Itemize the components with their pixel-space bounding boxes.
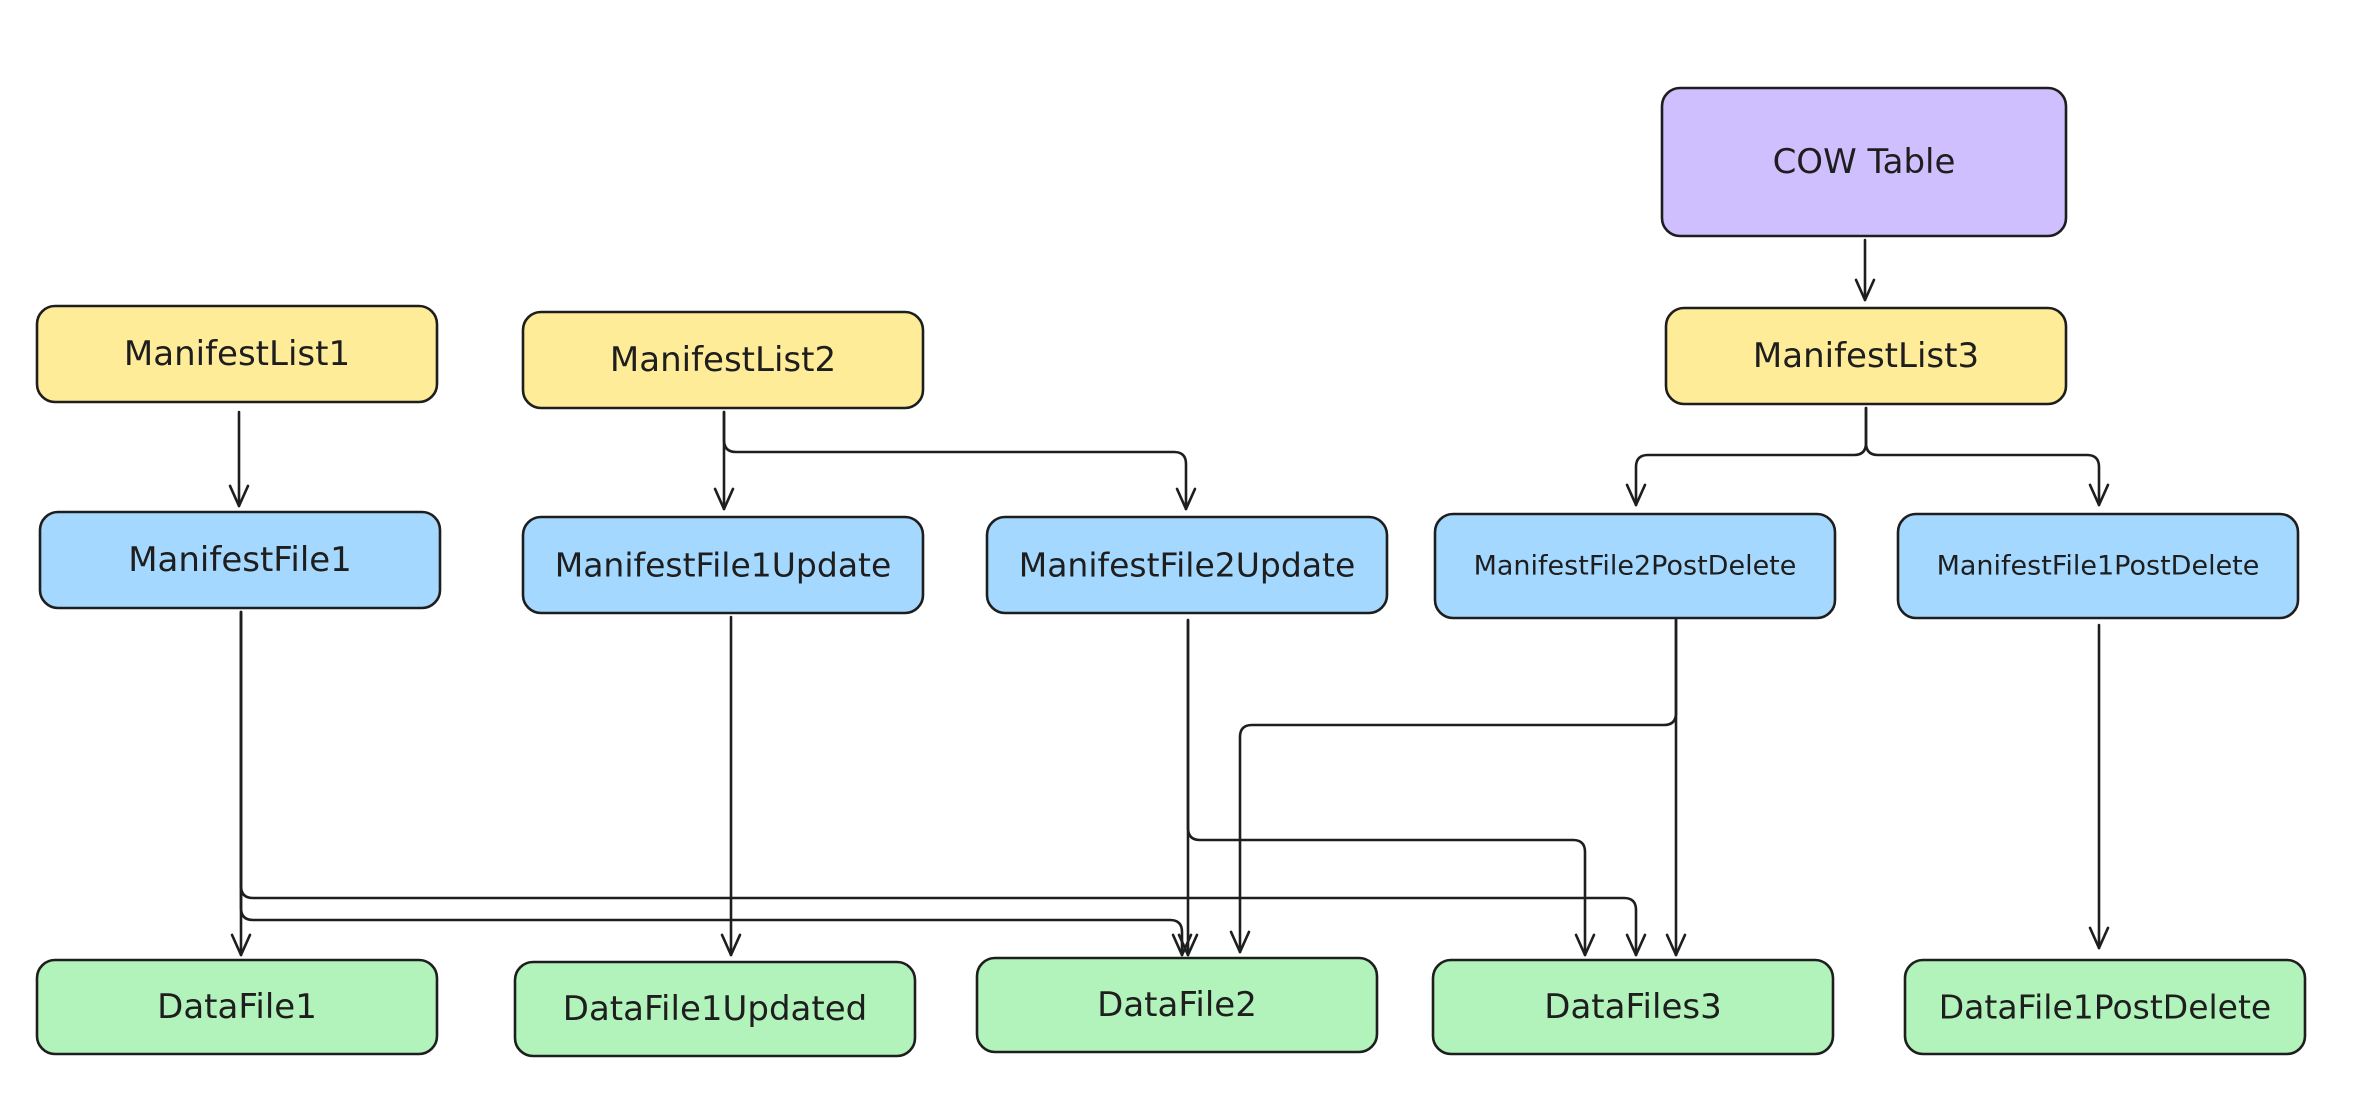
node-label: ManifestFile1 [128,540,352,580]
edge-manifestfile1postdelete-to-datafile1postdelete [2088,623,2110,950]
node-label: DataFile1Updated [563,989,867,1029]
edges-layer [228,238,2110,957]
node-label: ManifestList1 [124,334,350,374]
edge-manifestfile1-to-datafile2 [239,610,1193,957]
node-box [1431,958,1835,1056]
node-manifestfile1postdelete[interactable]: ManifestFile1PostDelete [1896,512,2300,620]
edge-line [722,410,1188,511]
node-box [975,956,1379,1054]
arrowhead-icon [1625,483,1647,507]
node-label: ManifestFile1PostDelete [1937,551,2260,582]
node-label: COW Table [1773,142,1956,182]
arrowhead-icon [1625,933,1647,957]
node-box [985,515,1389,615]
edge-manifestlist1-to-manifestfile1 [228,410,250,508]
edge-manifestfile2postdelete-to-datafiles3 [1665,618,1687,957]
node-manifestfile2update[interactable]: ManifestFile2Update [985,515,1389,615]
edge-manifestlist2-to-manifestfile2update [722,410,1197,511]
node-box [513,960,917,1058]
node-label: ManifestFile2PostDelete [1474,551,1797,582]
node-box [38,510,442,610]
node-label: ManifestFile1Update [555,546,892,585]
arrowhead-icon [1229,930,1251,954]
edge-cow-table-to-manifestlist3 [1854,238,1876,302]
node-datafile1[interactable]: DataFile1 [35,958,439,1056]
edge-manifestfile2postdelete-to-datafile2 [1229,618,1678,954]
node-label: ManifestList3 [1753,336,1979,376]
edge-line [1186,618,1587,957]
node-datafile1postdelete[interactable]: DataFile1PostDelete [1903,958,2307,1056]
arrowhead-icon [2088,926,2110,950]
arrowhead-icon [1177,933,1199,957]
arrowhead-icon [2088,483,2110,507]
node-label: DataFile1 [157,987,317,1027]
node-box [35,304,439,404]
arrowhead-icon [230,933,252,957]
node-datafile1updated[interactable]: DataFile1Updated [513,960,917,1058]
node-box [1660,86,2068,238]
node-manifestlist2[interactable]: ManifestList2 [521,310,925,410]
node-box [1433,512,1837,620]
edge-manifestfile1update-to-datafile1updated [720,615,742,957]
node-label: DataFile1PostDelete [1939,988,2271,1027]
node-manifestfile1update[interactable]: ManifestFile1Update [521,515,925,615]
node-box [1896,512,2300,620]
arrowhead-icon [720,933,742,957]
arrowhead-icon [1854,278,1876,302]
node-box [1903,958,2307,1056]
node-label: DataFile2 [1097,985,1257,1025]
node-label: ManifestFile2Update [1019,546,1356,585]
node-datafile2[interactable]: DataFile2 [975,956,1379,1054]
node-datafiles3[interactable]: DataFiles3 [1431,958,1835,1056]
node-manifestlist3[interactable]: ManifestList3 [1664,306,2068,406]
arrowhead-icon [1574,933,1596,957]
node-box [35,958,439,1056]
node-box [521,310,925,410]
node-label: ManifestList2 [610,340,836,380]
arrowhead-icon [228,484,250,508]
node-manifestfile2postdelete[interactable]: ManifestFile2PostDelete [1433,512,1837,620]
edge-manifestfile2update-to-datafiles3 [1186,618,1596,957]
edge-manifestlist3-to-manifestfile1postdelete [1864,406,2110,507]
node-label: DataFiles3 [1544,987,1721,1027]
edge-manifestfile1-to-datafiles3 [239,610,1647,957]
node-manifestfile1[interactable]: ManifestFile1 [38,510,442,610]
edge-line [1864,406,2101,507]
arrowhead-icon [1175,487,1197,511]
node-box [521,515,925,615]
edge-line [239,610,1184,957]
arrowhead-icon [1665,933,1687,957]
node-cow-table[interactable]: COW Table [1660,86,2068,238]
edge-manifestlist3-to-manifestfile2postdelete [1625,406,1868,507]
edge-line [1634,406,1868,507]
edge-line [1238,618,1678,954]
edge-line [239,610,1638,957]
arrowhead-icon [713,487,735,511]
node-box [1664,306,2068,406]
node-manifestlist1[interactable]: ManifestList1 [35,304,439,404]
